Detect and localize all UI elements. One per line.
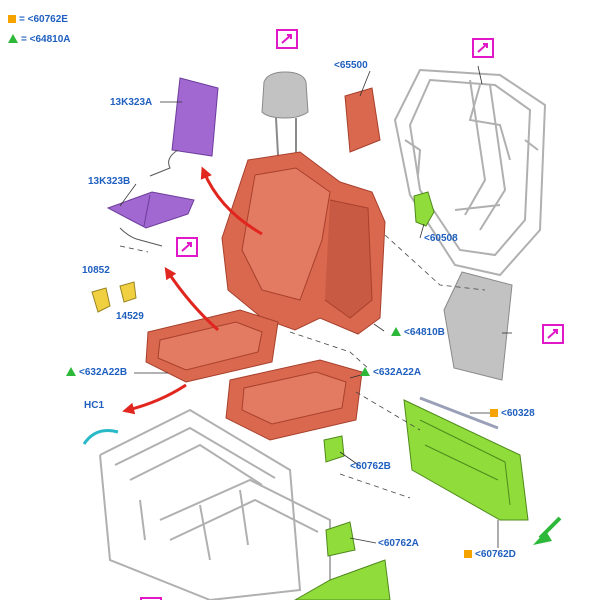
link-arrow-icon[interactable] bbox=[276, 29, 298, 54]
panel-65500 bbox=[344, 87, 381, 153]
label-65500[interactable]: <65500 bbox=[334, 60, 368, 71]
pointer-arrow-head bbox=[533, 531, 552, 545]
label-60762D-text: <60762D bbox=[475, 549, 516, 560]
part-10852 bbox=[91, 287, 111, 313]
legend-triangle-text: = <64810A bbox=[21, 34, 71, 45]
label-13K323B[interactable]: 13K323B bbox=[88, 176, 131, 187]
seat-back-frame bbox=[393, 68, 547, 277]
bracket-60762A bbox=[325, 521, 356, 557]
label-13K323A[interactable]: 13K323A bbox=[110, 97, 153, 108]
label-632A22A-text: <632A22A bbox=[373, 367, 422, 378]
pad-13K323B bbox=[106, 191, 195, 247]
label-60508[interactable]: <60508 bbox=[424, 233, 458, 244]
dashed-links bbox=[119, 234, 486, 499]
label-60762B[interactable]: <60762B bbox=[350, 461, 391, 472]
back-cover bbox=[443, 271, 513, 381]
backrest-foam bbox=[221, 151, 386, 335]
headrest bbox=[261, 71, 309, 158]
green-triangle-marker bbox=[8, 34, 18, 43]
pad-13K323A bbox=[149, 77, 219, 177]
label-64810B-text: <64810B bbox=[404, 327, 445, 338]
green-triangle-marker bbox=[391, 327, 401, 336]
green-triangle-marker bbox=[360, 367, 370, 376]
orange-square-marker bbox=[490, 409, 498, 417]
label-632A22B[interactable]: <632A22B bbox=[66, 367, 127, 379]
label-14529[interactable]: 14529 bbox=[116, 311, 144, 322]
red-arrows bbox=[122, 166, 263, 415]
side-panel-60328 bbox=[403, 399, 529, 521]
label-632A22B-text: <632A22B bbox=[79, 367, 128, 378]
label-64810B[interactable]: <64810B bbox=[391, 327, 445, 339]
label-632A22A[interactable]: <632A22A bbox=[360, 367, 421, 379]
green-triangle-marker bbox=[66, 367, 76, 376]
legend-square-text: = <60762E bbox=[19, 14, 68, 25]
orange-square-marker bbox=[464, 550, 472, 558]
clip-HC1 bbox=[82, 429, 119, 445]
link-arrow-icon[interactable] bbox=[176, 237, 198, 262]
part-14529 bbox=[119, 281, 137, 303]
seat-base-frame bbox=[99, 408, 331, 600]
bracket-60762B bbox=[323, 435, 345, 463]
link-arrow-icon[interactable] bbox=[472, 38, 494, 63]
orange-square-marker bbox=[8, 15, 16, 23]
label-HC1[interactable]: HC1 bbox=[84, 400, 105, 411]
leader-lines bbox=[119, 65, 512, 548]
rod-60328 bbox=[419, 396, 499, 430]
link-arrow-icon[interactable] bbox=[542, 324, 564, 349]
label-10852[interactable]: 10852 bbox=[82, 265, 110, 276]
bracket-60508 bbox=[413, 191, 435, 227]
panel-bottom bbox=[293, 559, 391, 600]
legend-square: = <60762E bbox=[8, 14, 68, 26]
label-60328[interactable]: <60328 bbox=[490, 408, 535, 420]
cushion-632A22A bbox=[225, 359, 363, 441]
label-60762D[interactable]: <60762D bbox=[464, 549, 516, 561]
legend-triangle: = <64810A bbox=[8, 34, 71, 46]
cushion-632A22B bbox=[145, 309, 279, 383]
label-60328-text: <60328 bbox=[501, 408, 535, 419]
link-arrow-icon[interactable] bbox=[140, 592, 162, 600]
label-60762A[interactable]: <60762A bbox=[378, 538, 419, 549]
